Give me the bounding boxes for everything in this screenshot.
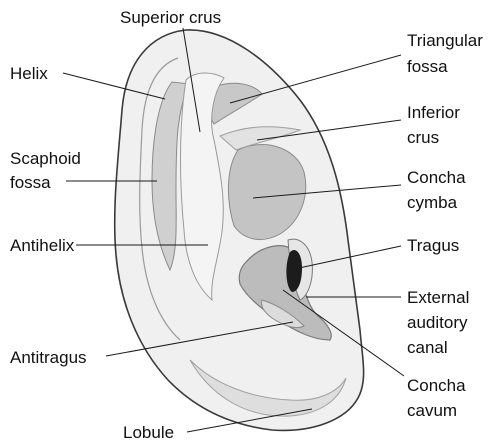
label-concha-cavum-line2: cavum <box>407 401 457 420</box>
label-scaphoid-fossa-line1: Scaphoid <box>10 149 81 168</box>
label-scaphoid-fossa-line2: fossa <box>10 173 51 192</box>
label-antitragus: Antitragus <box>10 348 87 367</box>
label-inferior-crus-line2: crus <box>407 128 439 147</box>
label-external-auditory-canal-line1: External <box>407 288 469 307</box>
label-external-auditory-canal-line2: auditory <box>407 313 468 332</box>
label-lobule: Lobule <box>123 423 174 442</box>
label-superior-crus: Superior crus <box>120 8 221 27</box>
label-concha-cavum-line1: Concha <box>407 376 466 395</box>
label-concha-cymba-line2: cymba <box>407 193 458 212</box>
label-inferior-crus-line1: Inferior <box>407 103 460 122</box>
label-triangular-fossa-line1: Triangular <box>407 31 483 50</box>
label-concha-cymba-line1: Concha <box>407 168 466 187</box>
label-helix: Helix <box>10 64 48 83</box>
label-external-auditory-canal-line3: canal <box>407 338 448 357</box>
label-triangular-fossa-line2: fossa <box>407 57 448 76</box>
label-tragus: Tragus <box>407 236 459 255</box>
label-antihelix: Antihelix <box>10 236 75 255</box>
